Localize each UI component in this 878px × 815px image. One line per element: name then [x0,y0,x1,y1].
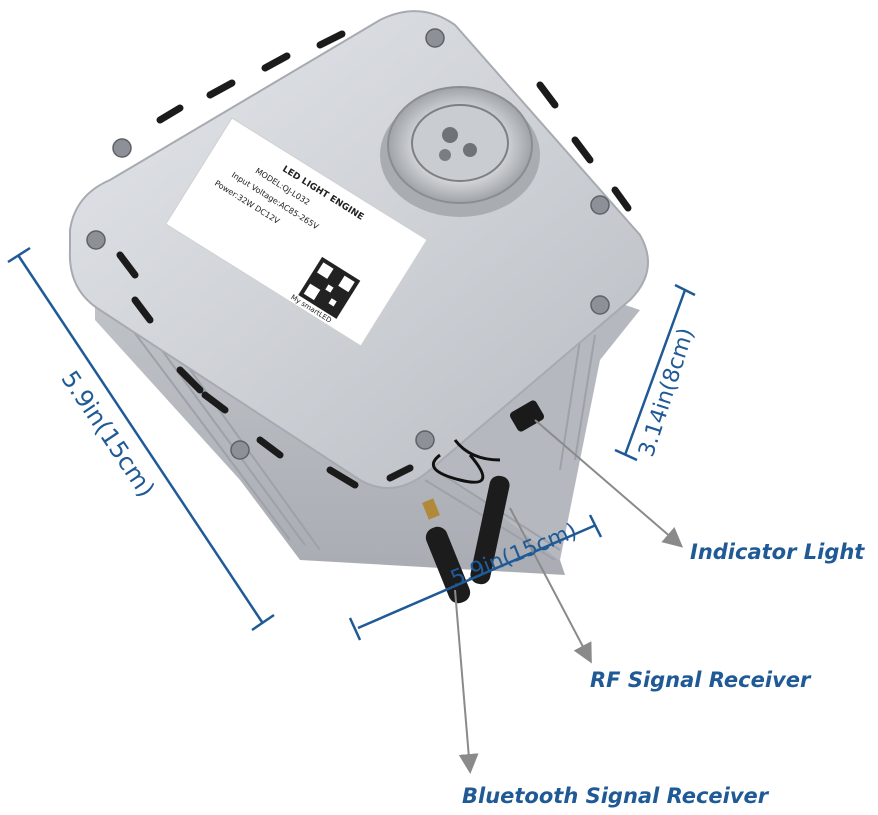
dimension-lines [7,246,696,641]
vent-slots [116,30,632,489]
arrow-rf [509,507,592,664]
rf-wire [431,453,485,484]
indicator-light-window [509,400,545,432]
rf-antenna [470,475,510,585]
callout-indicator-light: Indicator Light [690,540,865,564]
callout-arrows [454,419,684,774]
dimension-line-right [623,289,687,456]
callout-bluetooth-signal-receiver: Bluetooth Signal Receiver [462,784,769,808]
arrow-bluetooth [454,589,479,774]
arrow-indicator [534,419,684,548]
callout-rf-signal-receiver: RF Signal Receiver [590,668,811,692]
antenna-connector [422,498,440,520]
product-label: LED LIGHT ENGINE MODEL:QJ-L032 Input Vol… [165,117,428,347]
fiber-optic-port [380,86,540,217]
qr-code [298,256,361,319]
screws [86,28,610,460]
dimension-line-left [16,254,264,623]
housing-front-face [390,300,640,560]
dimension-line-bottom [357,523,597,630]
